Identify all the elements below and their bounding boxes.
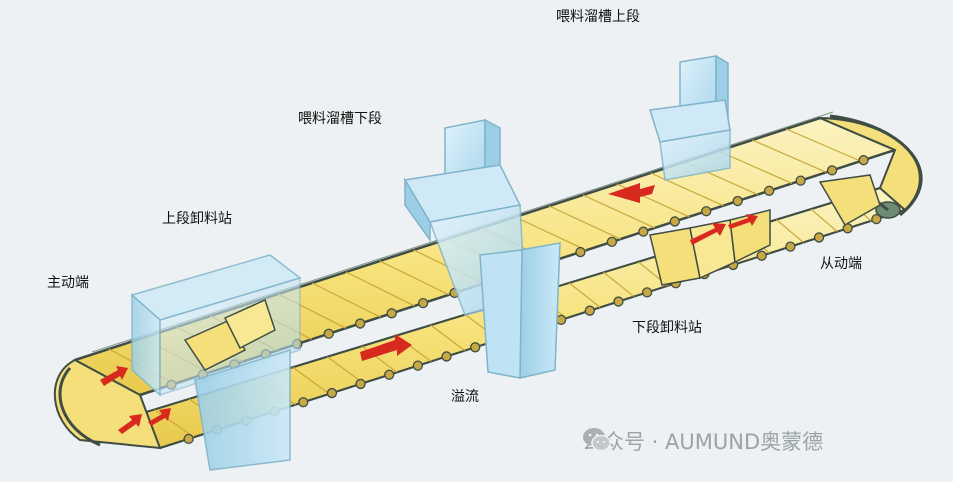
label-overflow: 溢流: [451, 389, 479, 405]
label-upper-feed-chute: 喂料溜槽上段: [556, 9, 640, 25]
pan-seam: [775, 219, 804, 243]
pan-seam: [311, 282, 381, 318]
chain-roller: [606, 236, 618, 248]
arrow-drive-1: [100, 366, 128, 386]
chain-roller: [641, 287, 653, 298]
chain-roller: [355, 318, 366, 329]
watermark-text: 公众号 · AUMUND奥蒙德: [582, 430, 824, 454]
arrow-drive-3: [148, 408, 171, 426]
lower-discharge-pans: [649, 174, 881, 286]
arrow-lower-right: [360, 334, 412, 361]
pan-seam: [326, 356, 364, 384]
pan-seam: [650, 172, 724, 207]
pan-seam: [568, 282, 601, 308]
wechat-icon: [583, 428, 611, 452]
pan-seam: [292, 366, 330, 395]
chain-roller: [785, 241, 796, 252]
pan-seam: [379, 260, 450, 296]
pan-seam: [345, 271, 415, 307]
chain-roller: [384, 369, 395, 380]
chain-roller: [858, 155, 869, 166]
chain-roller: [826, 165, 838, 176]
label-upper-discharge: 上段卸料站: [162, 211, 232, 227]
arrow-lower-discharge-2: [728, 214, 758, 229]
chain-roller: [813, 232, 825, 243]
upper-discharge-station: [130, 254, 302, 471]
pan-seam: [752, 139, 827, 173]
chain-roller: [412, 360, 424, 371]
chain-roller: [326, 387, 338, 399]
chain-roller: [355, 378, 366, 390]
label-idler-end: 从动端: [820, 256, 862, 272]
pan-seam: [154, 408, 195, 438]
flow-arrows: [100, 183, 758, 434]
pan-seam: [548, 205, 621, 240]
drive-end-wheel: [53, 358, 162, 450]
chain-roller: [669, 216, 680, 227]
chain-roller: [795, 175, 806, 186]
chain-roller: [613, 296, 624, 307]
label-lower-discharge: 下段卸料站: [632, 320, 702, 336]
label-drive-end: 主动端: [47, 275, 89, 291]
chain-roller: [701, 206, 712, 217]
label-lower-feed-chute: 喂料溜槽下段: [298, 111, 382, 127]
chain-roller: [764, 185, 775, 196]
chain-roller: [575, 246, 586, 258]
pan-seam: [430, 324, 466, 352]
chain-roller: [470, 342, 481, 353]
pan-seam: [785, 128, 861, 162]
watermark: 公众号 · AUMUND奥蒙德: [582, 426, 823, 456]
pan-seam: [603, 271, 635, 298]
chain-roller: [323, 328, 334, 339]
chain-roller: [386, 308, 397, 319]
arrow-upper-left: [608, 183, 655, 203]
chain-roller: [441, 351, 452, 362]
chain-roller: [183, 433, 194, 444]
lower-feed-chute: [403, 118, 561, 379]
chain-roller: [584, 305, 595, 316]
pan-seam: [582, 194, 656, 229]
chain-roller: [871, 214, 882, 225]
chain-roller: [732, 195, 743, 207]
arrow-drive-2: [118, 414, 142, 434]
chain-roller: [417, 297, 429, 309]
chain-roller: [556, 314, 567, 325]
chain-roller: [756, 250, 767, 261]
pan-seam: [810, 208, 838, 233]
chain-roller: [638, 226, 649, 237]
upper-feed-chute: [649, 54, 731, 181]
pan-seam: [514, 216, 587, 251]
chain-roller: [298, 397, 309, 408]
arrow-lower-discharge-1: [690, 223, 726, 245]
